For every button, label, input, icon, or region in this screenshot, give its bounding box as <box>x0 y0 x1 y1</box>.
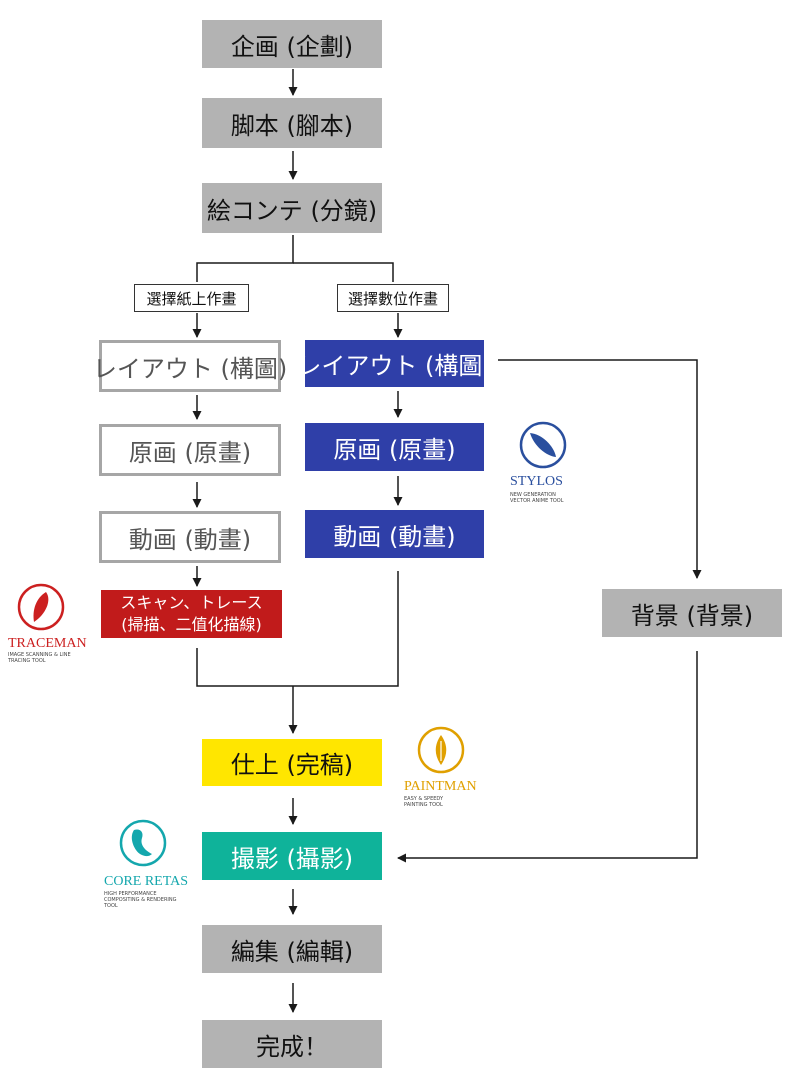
pen-nib-icon <box>119 819 167 867</box>
paper-inbetween-box: 動画 (動畫) <box>99 511 281 563</box>
background-box: 背景 (背景) <box>602 589 782 637</box>
merge-line-paper <box>196 648 293 687</box>
digital-inbetween-box: 動画 (動畫) <box>305 510 484 558</box>
branch-paper-label: 選擇紙上作畫 <box>134 284 249 312</box>
pen-nib-icon <box>519 421 567 469</box>
digital-key-animation-box: 原画 (原畫) <box>305 423 484 471</box>
coreretas-logo-name: CORE RETAS <box>104 874 189 889</box>
scan-trace-box: スキャン、トレース (掃描、二值化描線) <box>101 590 282 638</box>
traceman-logo: TRACEMAN IMAGE SCANNING & LINE TRACING T… <box>6 582 96 667</box>
digital-layout-box: レイアウト (構圖) <box>297 340 492 387</box>
arrow-background-compositing <box>397 651 698 863</box>
merge-line-digital <box>293 571 399 687</box>
coreretas-logo: CORE RETAS HIGH PERFORMANCE COMPOSITING … <box>100 818 194 909</box>
scan-trace-line1: スキャン、トレース <box>120 593 263 612</box>
paintman-logo-name: PAINTMAN <box>404 779 477 794</box>
paper-key-animation-box: 原画 (原畫) <box>99 424 281 476</box>
step-script: 脚本 (腳本) <box>202 98 382 148</box>
scan-trace-line2: (掃描、二值化描線) <box>121 615 262 634</box>
stylos-logo: STYLOS NEW GENERATION VECTOR ANIME TOOL <box>506 420 586 505</box>
paper-layout-box: レイアウト (構圖) <box>93 340 287 392</box>
step-planning: 企画 (企劃) <box>202 20 382 68</box>
finishing-box: 仕上 (完稿) <box>202 739 382 786</box>
pen-nib-icon <box>17 583 65 631</box>
traceman-logo-tagline: IMAGE SCANNING & LINE TRACING TOOL <box>8 652 71 664</box>
branch-split-line-right <box>293 262 394 282</box>
arrow-layout-background <box>498 359 702 579</box>
compositing-box: 撮影 (攝影) <box>202 832 382 880</box>
paintman-logo: PAINTMAN EASY & SPEEDY PAINTING TOOL <box>402 725 484 810</box>
pen-nib-icon <box>417 726 465 774</box>
stylos-logo-name: STYLOS <box>510 474 563 489</box>
stylos-logo-tagline: NEW GENERATION VECTOR ANIME TOOL <box>510 492 564 504</box>
paintman-logo-tagline: EASY & SPEEDY PAINTING TOOL <box>404 796 444 808</box>
branch-split-line <box>196 235 294 282</box>
branch-digital-label: 選擇數位作畫 <box>337 284 449 312</box>
traceman-logo-name: TRACEMAN <box>8 636 87 651</box>
complete-box: 完成！ <box>202 1020 382 1068</box>
coreretas-logo-tagline: HIGH PERFORMANCE COMPOSITING & RENDERING… <box>104 891 177 909</box>
editing-box: 編集 (編輯) <box>202 925 382 973</box>
step-storyboard: 絵コンテ (分鏡) <box>202 183 382 233</box>
